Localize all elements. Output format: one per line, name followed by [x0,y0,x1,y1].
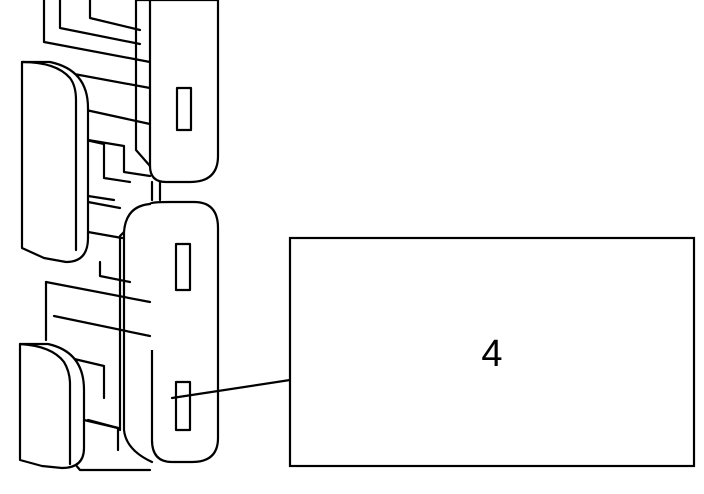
upper-latch-tab [20,60,152,264]
callout-label: 4 [481,333,502,375]
lower-housing-slot-top [174,242,192,292]
upper-connector-housing [134,0,220,202]
lower-latch-tab [18,342,120,470]
lower-housing-slot-bottom [174,380,192,432]
upper-housing-slot [175,86,193,132]
callout-leader-line [170,378,292,400]
callout-box [288,236,696,468]
lower-connector-housing [118,200,220,464]
